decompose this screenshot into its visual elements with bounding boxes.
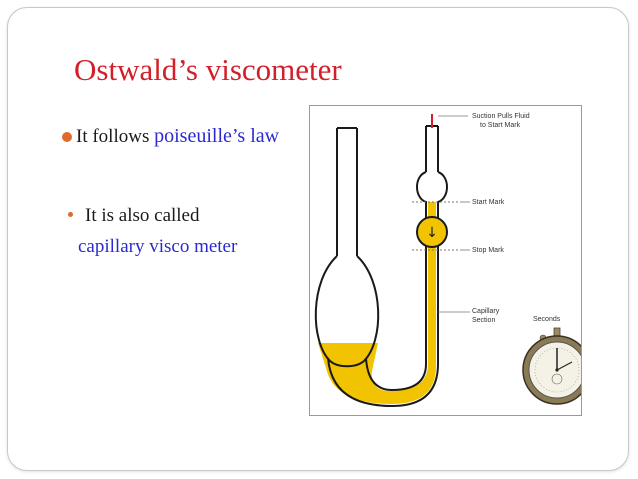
slide-title: Ostwald’s viscometer	[74, 52, 342, 87]
capillary-label-2: Section	[472, 317, 495, 324]
right-capillary	[425, 246, 439, 364]
bullet-dot	[62, 132, 72, 142]
bullet2-continuation: capillary visco meter	[78, 236, 238, 257]
flow-arrow-icon: ↓	[426, 225, 438, 241]
suction-label-2: to Start Mark	[480, 122, 521, 129]
bullet1-highlight: poiseuille’s law	[154, 125, 280, 147]
fluid-middle-bulb	[418, 218, 446, 246]
bullet-dot	[68, 212, 73, 217]
u-bend	[327, 357, 439, 408]
stopwatch-icon	[522, 327, 581, 405]
start-mark-label: Start Mark	[472, 199, 505, 206]
suction-label-1: Suction Pulls Fluid	[472, 113, 530, 120]
seconds-label: Seconds	[533, 316, 561, 323]
bullet-poiseuille: It follows poiseuille’s law	[62, 125, 279, 148]
viscometer-diagram: ↓ Suction Pulls Fluid to Start Mark Star…	[309, 105, 582, 416]
fluid-fill	[318, 202, 436, 404]
stop-mark-label: Stop Mark	[472, 247, 504, 254]
large-bulb	[314, 255, 380, 368]
left-tube	[336, 128, 358, 256]
middle-bulb	[416, 216, 448, 248]
bullet2-text: It is also called	[85, 205, 200, 226]
viscometer-svg: ↓ Suction Pulls Fluid to Start Mark Star…	[314, 113, 581, 408]
capillary-label-1: Capillary	[472, 308, 500, 315]
bullet1-text: It follows	[76, 126, 155, 147]
top-tube	[425, 126, 439, 172]
bullet-also-called: It is also called	[62, 205, 200, 227]
